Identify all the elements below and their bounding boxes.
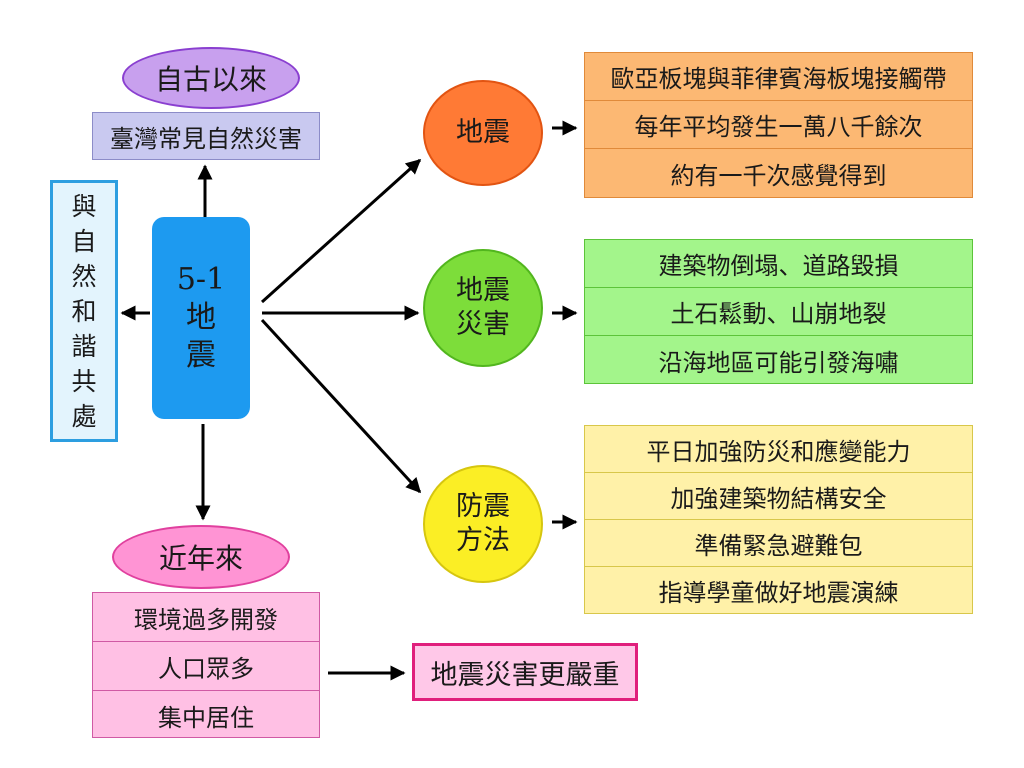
oval-top-label: 自古以來 [154,63,267,96]
oval-top: 自古以來 [122,47,300,109]
list-item: 建築物倒塌、道路毀損 [585,240,972,288]
left-char: 自 [71,226,97,256]
list-prevention: 平日加強防災和應變能力 加強建築物結構安全 準備緊急避難包 指導學童做好地震演練 [584,425,973,614]
branch-circle-label: 災害 [456,309,510,340]
branch-circle-label: 方法 [456,525,510,556]
main-topic-line: 震 [186,338,216,373]
list-item: 每年平均發生一萬八千餘次 [585,101,972,149]
list-item: 加強建築物結構安全 [585,473,972,520]
list-item: 平日加強防災和應變能力 [585,426,972,473]
arrow-to-branch-1 [260,158,422,304]
list-item: 指導學童做好地震演練 [658,579,899,607]
list-item: 準備緊急避難包 [585,520,972,567]
list-item: 土石鬆動、山崩地裂 [585,288,972,336]
main-topic-line: 地 [186,300,216,335]
branch-circle-earthquake: 地震 [423,80,543,186]
box-left: 與 自 然 和 諧 共 處 [50,180,118,442]
branch-circle-label: 地震 [456,275,510,306]
oval-bottom-label: 近年來 [158,542,243,575]
left-char: 和 [71,296,97,326]
list-item: 約有一千次感覺得到 [670,161,887,190]
result-label: 地震災害更嚴重 [430,659,620,691]
oval-bottom: 近年來 [112,525,290,589]
branch-circle-disaster: 地震 災害 [423,249,543,367]
list-bottom-item: 人口眾多 [93,642,319,691]
list-earthquake: 歐亞板塊與菲律賓海板塊接觸帶 每年平均發生一萬八千餘次 約有一千次感覺得到 [584,52,973,198]
left-char: 與 [71,191,97,221]
list-bottom-item: 集中居住 [158,703,254,732]
left-char: 然 [71,261,97,291]
main-topic-box: 5-1 地 震 [152,217,250,419]
branch-circle-prevention: 防震 方法 [423,465,543,583]
list-item: 沿海地區可能引發海嘯 [658,348,899,377]
box-top-label: 臺灣常見自然災害 [110,124,302,153]
branch-circle-label: 防震 [456,491,510,522]
list-bottom-item: 環境過多開發 [93,593,319,642]
left-char: 諧 [71,331,97,361]
list-disaster: 建築物倒塌、道路毀損 土石鬆動、山崩地裂 沿海地區可能引發海嘯 [584,239,973,384]
left-char: 共 [71,366,97,396]
list-bottom: 環境過多開發 人口眾多 集中居住 [92,592,320,738]
arrow-to-branch-3 [260,318,422,494]
left-char: 處 [71,401,97,431]
main-topic-line: 5-1 [176,262,226,297]
list-item: 歐亞板塊與菲律賓海板塊接觸帶 [585,53,972,101]
box-top: 臺灣常見自然災害 [92,112,320,160]
result-box: 地震災害更嚴重 [412,643,638,701]
branch-circle-label: 地震 [456,117,510,148]
